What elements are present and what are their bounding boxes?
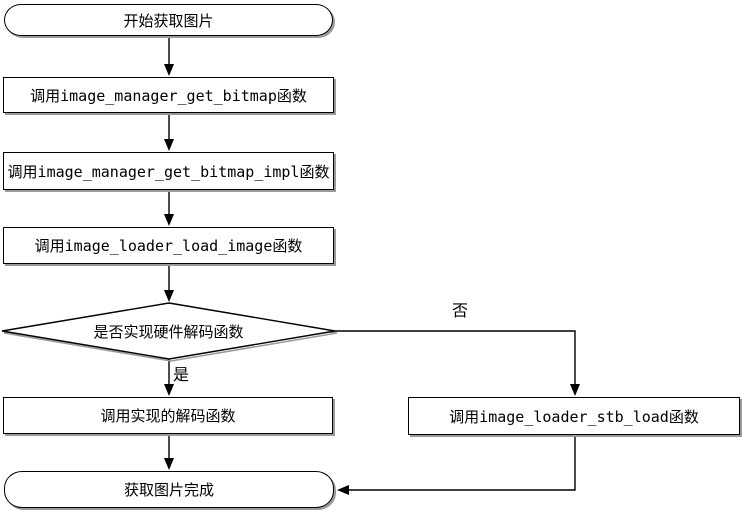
arrow-decision-to-no-step <box>335 330 576 384</box>
node-start-label: 开始获取图片 <box>123 11 214 30</box>
node-get-bitmap-impl-label: 调用image_manager_get_bitmap_impl函数 <box>7 162 330 181</box>
node-stb-load-process: 调用image_loader_stb_load函数 <box>408 397 740 435</box>
node-end-terminator: 获取图片完成 <box>4 471 334 508</box>
arrowhead <box>337 485 349 495</box>
node-load-image-label: 调用image_loader_load_image函数 <box>34 237 303 255</box>
edge-label-yes: 是 <box>173 365 190 384</box>
node-get-bitmap-process: 调用image_manager_get_bitmap函数 <box>3 77 334 113</box>
node-get-bitmap-impl-process: 调用image_manager_get_bitmap_impl函数 <box>3 152 334 190</box>
node-end-label: 获取图片完成 <box>123 481 214 499</box>
node-impl-decode-process: 调用实现的解码函数 <box>3 397 333 434</box>
arrowhead <box>164 64 174 76</box>
decision-diamond <box>1 302 336 360</box>
arrowhead <box>570 384 580 396</box>
node-impl-decode-label: 调用实现的解码函数 <box>100 407 236 425</box>
arrowhead <box>164 458 174 470</box>
node-stb-load-label: 调用image_loader_stb_load函数 <box>449 407 699 426</box>
node-start-terminator: 开始获取图片 <box>4 4 333 36</box>
node-get-bitmap-label: 调用image_manager_get_bitmap函数 <box>30 86 307 105</box>
arrowhead <box>164 290 174 302</box>
arrowhead <box>164 139 174 151</box>
arrowhead <box>164 384 174 396</box>
arrowhead <box>164 214 174 226</box>
arrow-no-step-to-end <box>349 435 576 491</box>
edge-label-no: 否 <box>452 301 469 320</box>
node-load-image-process: 调用image_loader_load_image函数 <box>3 227 334 264</box>
